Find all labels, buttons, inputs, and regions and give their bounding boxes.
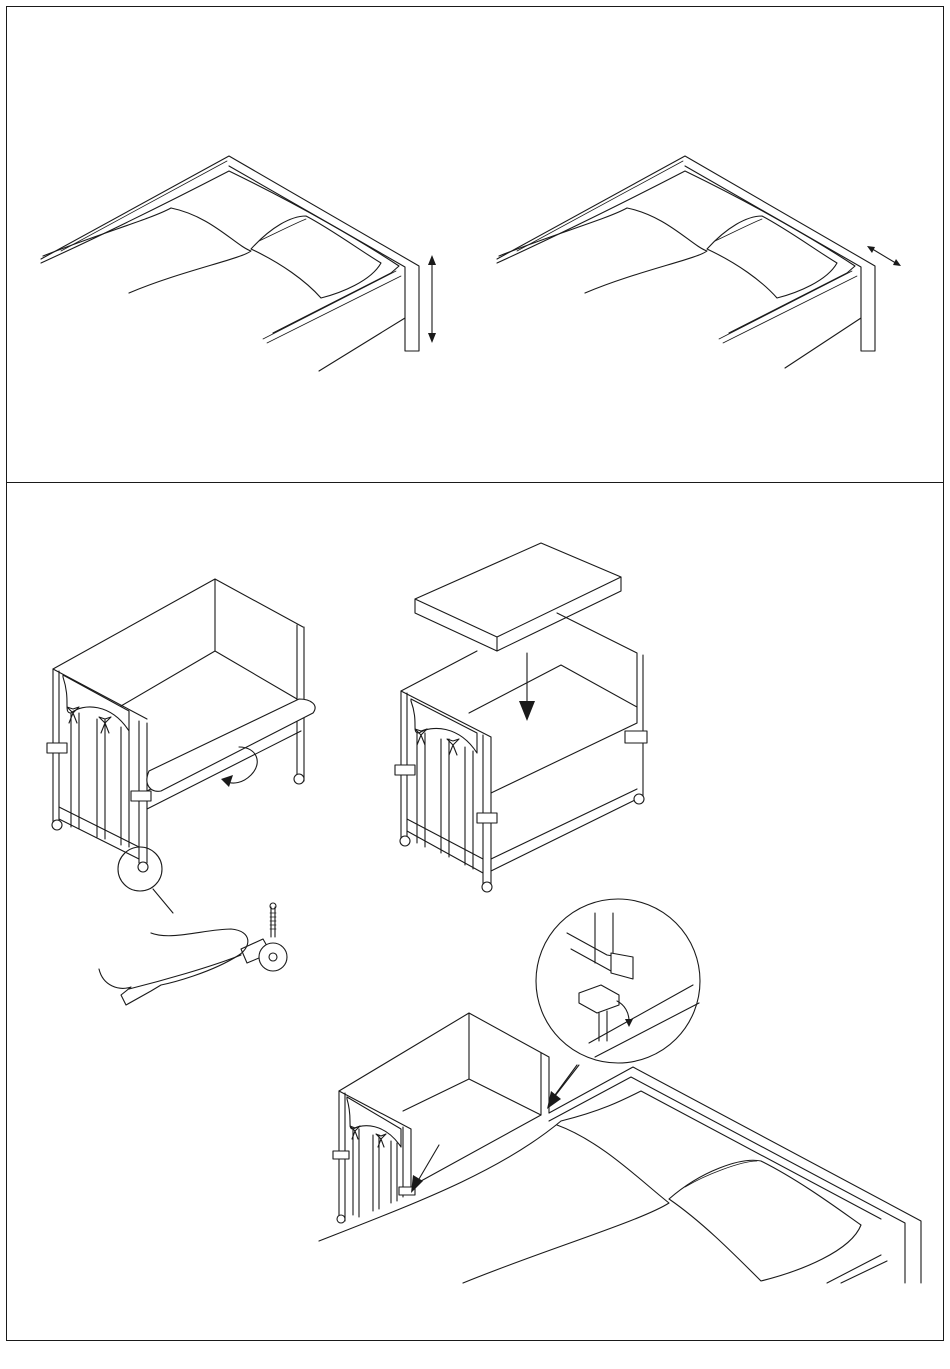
clamp-block (47, 743, 67, 753)
castor-wheel (138, 862, 148, 872)
cot-right-inner-panel (215, 651, 297, 699)
cot-slats (417, 733, 473, 869)
mattress-top (415, 543, 621, 637)
duvet-fold (463, 1125, 669, 1283)
clamp-block (333, 1151, 349, 1159)
mattress-side-line (263, 271, 396, 339)
pointer-arrow-line (555, 1065, 577, 1095)
height-arrow-bottom-icon (428, 333, 436, 343)
cot-attached-figure (319, 1013, 921, 1283)
mattress-side-line-2 (723, 276, 857, 343)
castor-wheel (294, 774, 304, 784)
pillow-outline (251, 216, 381, 298)
bed-frame-outline (41, 156, 419, 371)
cot-fabric-panel (411, 699, 477, 753)
cot-fold-figure (47, 579, 315, 913)
bolt-head (270, 903, 276, 909)
detail-leader-line (153, 889, 173, 913)
cot-fabric-panel (63, 675, 129, 731)
castor-wheel-large (259, 943, 287, 971)
cot-base-lower (491, 789, 641, 871)
foot-underside (129, 955, 241, 989)
castor-detail-figure (99, 903, 287, 1005)
cot-front-right-post (483, 735, 491, 885)
bed-height-measurement-figure (41, 156, 436, 371)
cot-back-top-rail (53, 579, 303, 669)
pillow-crease (685, 1161, 757, 1187)
cot-fabric-panel (347, 1097, 401, 1147)
pillow-crease (715, 219, 762, 241)
mattress-edge (497, 171, 855, 333)
bow-icon (376, 1134, 386, 1147)
mattress-side-line (719, 271, 852, 339)
duvet-fold (585, 208, 707, 293)
pillow-outline (669, 1160, 861, 1281)
duvet-fold (129, 208, 251, 293)
clamp-block (395, 765, 415, 775)
cot-slats (353, 1129, 397, 1217)
cot-inner (403, 1079, 541, 1181)
clamp-bracket (579, 985, 619, 1013)
bed-frame-outline (497, 156, 875, 368)
clamp-block (131, 791, 151, 801)
foot-outline (99, 929, 248, 1005)
pointer-arrow-line (419, 1145, 439, 1179)
rail-block (611, 953, 633, 979)
mattress-edge (41, 171, 399, 333)
castor-wheel (400, 836, 410, 846)
threaded-bolt (271, 907, 275, 937)
castor-wheel (52, 820, 62, 830)
bottom-illustration-panel (6, 482, 944, 1341)
bed-rim-line (827, 1255, 887, 1283)
bow-icon (67, 707, 79, 723)
pointer-arrow-icon (411, 1175, 423, 1193)
duvet-fold-2 (499, 208, 627, 256)
pillow-outline (707, 216, 837, 298)
pillow-crease (259, 219, 306, 241)
height-arrow-top-icon (428, 255, 436, 265)
mattress-insertion-figure (395, 543, 647, 892)
cot-back-top-rail (401, 651, 477, 691)
cot-back-top-rail (339, 1013, 549, 1091)
castor-wheel (634, 794, 644, 804)
rotate-arrow-head-icon (221, 775, 233, 787)
clamp-detail-figure (536, 899, 700, 1101)
cot-right-frame (557, 613, 643, 797)
castor-wheel (337, 1215, 345, 1223)
clamp-block (477, 813, 497, 823)
clamp-arrow-head-icon (625, 1019, 633, 1027)
magnifier-circle-icon (536, 899, 700, 1063)
top-panel-drawing (7, 7, 945, 485)
cot-base-top (469, 665, 637, 793)
top-illustration-panel (6, 6, 944, 484)
bottom-panel-drawing (7, 483, 945, 1342)
castor-wheel (482, 882, 492, 892)
duvet-fold-2 (43, 208, 171, 256)
cot-bottom-rail (407, 819, 483, 873)
arrow-down-icon (519, 701, 535, 721)
bed-rim (61, 161, 227, 251)
cot-front-top (53, 669, 147, 719)
bed-rim (517, 161, 683, 251)
clamp-block (625, 731, 647, 743)
bed-frame-outline (549, 1067, 921, 1283)
bed-gap-measurement-figure (497, 156, 901, 368)
